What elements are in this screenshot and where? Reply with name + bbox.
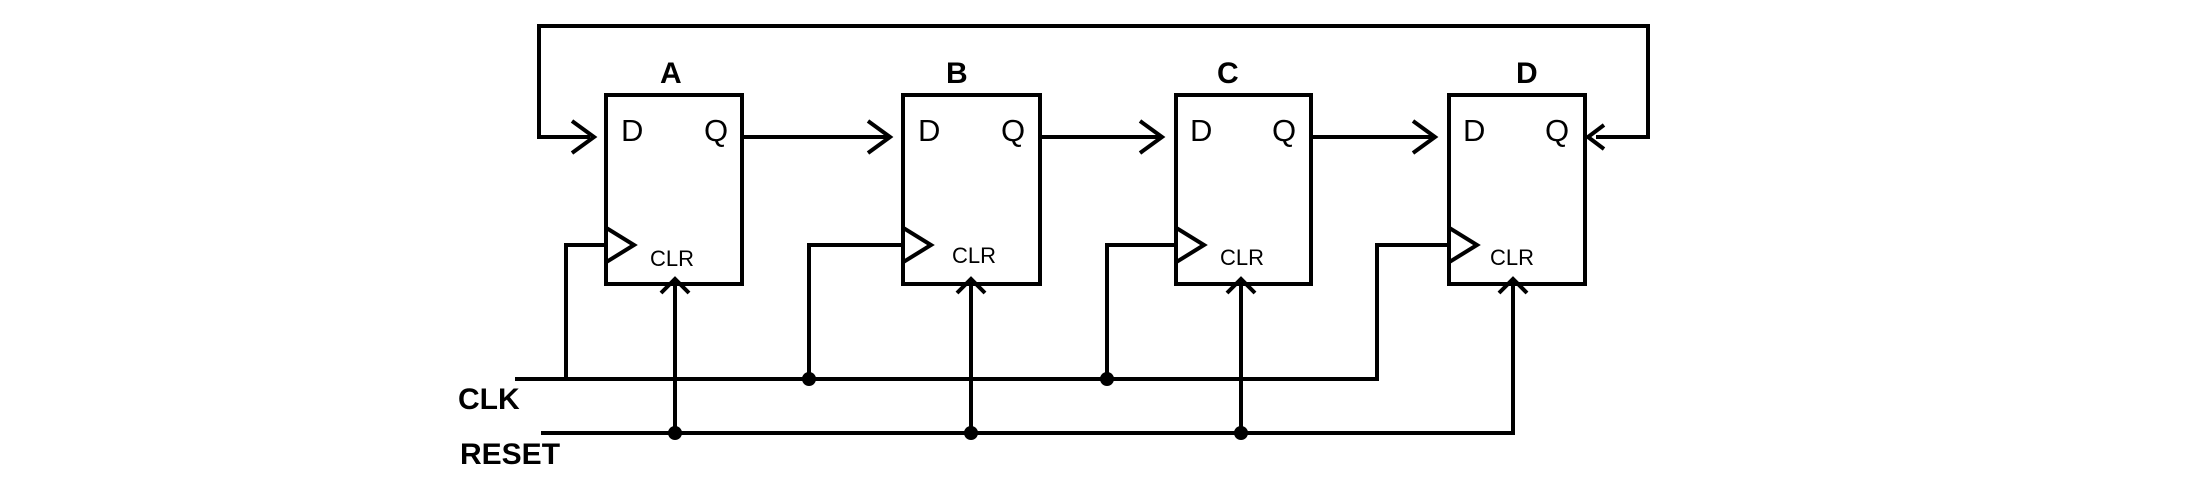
flip-flop-box <box>1447 93 1587 286</box>
clock-input-triangle <box>605 226 638 264</box>
flip-flop-d: D D Q CLR <box>1447 57 1587 295</box>
q-pin-label: Q <box>704 113 728 148</box>
reset-junction <box>668 426 682 440</box>
data-wire-b-to-c <box>1038 119 1166 155</box>
reset-junction <box>964 426 978 440</box>
clr-input-arrow <box>955 276 987 295</box>
d-pin-label: D <box>1190 113 1212 148</box>
clock-wires <box>515 243 1453 386</box>
clr-input-arrow <box>1497 276 1529 295</box>
clock-input-triangle <box>1175 226 1208 264</box>
d-pin-label: D <box>918 113 940 148</box>
flip-flop-box <box>604 93 744 286</box>
flip-flop-name: D <box>1516 57 1538 90</box>
data-wire-a-to-b <box>740 119 894 155</box>
clock-input-triangle <box>1448 226 1481 264</box>
clock-junction <box>802 372 816 386</box>
q-pin-label: Q <box>1545 113 1569 148</box>
q-pin-label: Q <box>1272 113 1296 148</box>
reset-junction <box>1234 426 1248 440</box>
clr-input-arrow <box>659 276 691 295</box>
flip-flop-name: B <box>946 57 968 90</box>
clr-pin-label: CLR <box>650 246 694 271</box>
flip-flop-name: A <box>660 57 682 90</box>
flip-flop-name: C <box>1217 57 1239 90</box>
flip-flop-c: C D Q CLR <box>1174 57 1313 295</box>
clr-pin-label: CLR <box>1490 245 1534 270</box>
flip-flop-b: B D Q CLR <box>901 57 1042 295</box>
d-pin-label: D <box>621 113 643 148</box>
clr-pin-label: CLR <box>1220 245 1264 270</box>
clock-input-triangle <box>902 226 935 264</box>
reset-wires <box>541 285 1515 440</box>
d-pin-label: D <box>1463 113 1485 148</box>
clock-signal-label: CLK <box>458 383 520 416</box>
flip-flop-box <box>1174 93 1313 286</box>
clr-pin-label: CLR <box>952 243 996 268</box>
clr-input-arrow <box>1225 276 1257 295</box>
clock-junction <box>1100 372 1114 386</box>
feedback-wire <box>537 24 1650 155</box>
reset-signal-label: RESET <box>460 438 560 471</box>
q-pin-label: Q <box>1001 113 1025 148</box>
flip-flop-box <box>901 93 1042 286</box>
data-wire-c-to-d <box>1309 119 1439 155</box>
flip-flop-a: A D Q CLR <box>604 57 744 295</box>
